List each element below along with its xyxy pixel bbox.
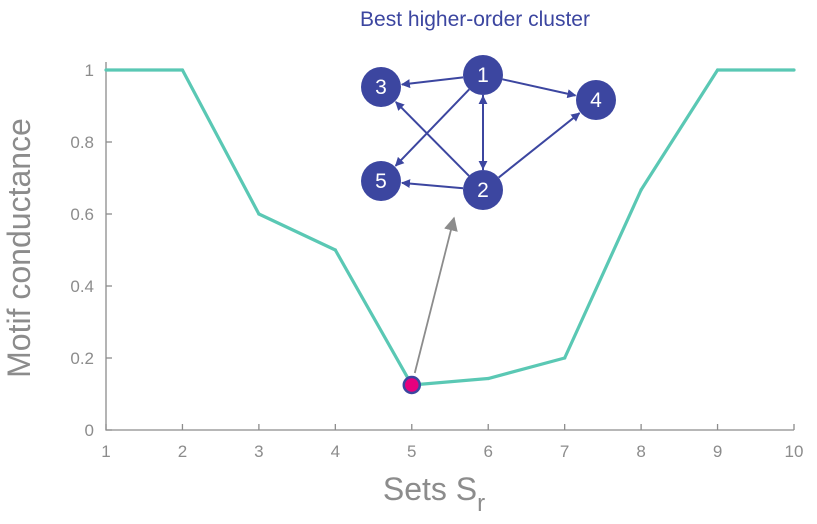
y-tick-label: 0.6 [70,205,94,224]
cluster-node-label: 1 [477,64,489,87]
x-tick-label: 1 [101,442,110,461]
x-axis-ticks: 1 2 3 4 5 6 7 8 9 10 [101,424,803,461]
pointer-layer [402,216,458,395]
pointer-arrow [413,216,458,374]
x-tick-label: 8 [636,442,645,461]
y-tick-label: 0.2 [70,349,94,368]
cluster-edge [401,179,464,190]
cluster-node [463,170,503,210]
series-layer [104,68,796,387]
cluster-edge [395,101,470,177]
data-point [792,68,796,72]
inset-title: Best higher-order cluster [360,8,590,31]
cluster-node-label: 3 [375,76,387,99]
data-point [104,68,108,72]
x-tick-label: 9 [713,442,722,461]
x-tick-label: 4 [331,442,340,461]
cluster-edge [502,78,577,99]
cluster-edge [498,112,581,179]
data-point [180,68,185,72]
data-point [257,212,261,216]
y-axis-title: Motif conductance [1,118,37,378]
x-tick-label: 3 [254,442,263,461]
y-tick-label: 0.4 [70,277,94,296]
x-axis-title: Sets Sr [383,471,485,517]
highlighted-point [402,375,422,395]
y-tick-label: 0 [85,421,94,440]
x-tick-label: 7 [560,442,569,461]
series-line [106,68,794,387]
data-point [333,248,337,252]
data-point [715,68,720,72]
cluster-node-label: 5 [375,170,387,193]
cluster-node-label: 4 [590,89,602,112]
cluster-node [576,80,616,120]
data-point [486,376,490,381]
x-tick-label: 10 [785,442,804,461]
x-axis-title-main: Sets S [383,471,477,507]
cluster-node-label: 2 [477,179,489,202]
y-tick-label: 1 [85,61,94,80]
data-point [639,188,643,192]
x-tick-label: 5 [407,442,416,461]
x-tick-label: 2 [178,442,187,461]
cluster-edge [394,88,470,167]
x-tick-label: 6 [483,442,492,461]
cluster-node [361,161,401,201]
cluster-inset: Best higher-order cluster 1 2 3 4 5 [360,8,616,210]
cluster-edges [394,76,581,190]
x-axis-title-subscript: r [477,490,485,517]
cluster-node [361,67,401,107]
y-tick-label: 0.8 [70,133,94,152]
cluster-nodes: 1 2 3 4 5 [361,55,616,210]
cluster-edge [400,76,464,89]
data-point [563,356,567,360]
cluster-node [463,55,503,95]
axes: 1 2 3 4 5 6 7 8 9 10 0 0.2 0.4 0.6 0.8 1 [70,61,803,461]
y-axis-ticks: 0 0.2 0.4 0.6 0.8 1 [70,61,112,440]
